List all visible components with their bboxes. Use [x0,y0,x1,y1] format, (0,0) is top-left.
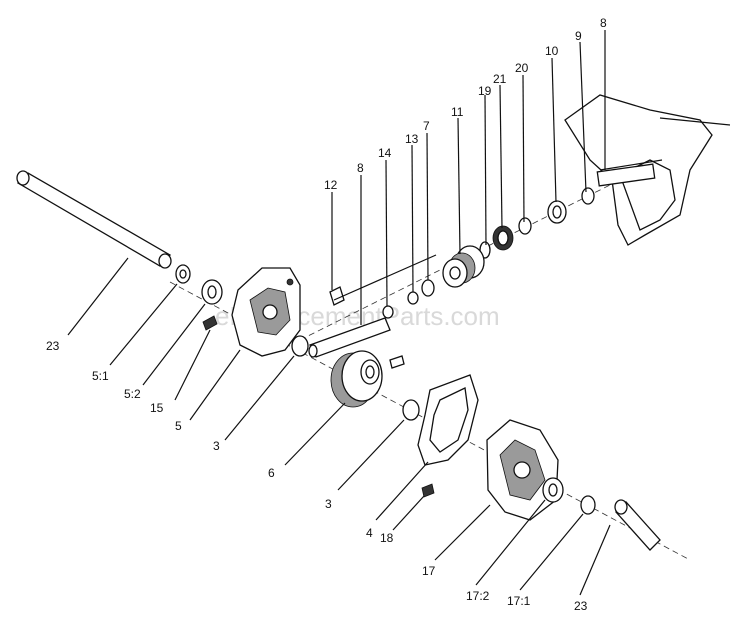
part-washer-3-left [291,335,309,357]
callout-11: 11 [451,105,464,119]
callout-15: 15 [150,401,164,415]
callout-23-left: 23 [46,339,60,353]
part-gear-6 [330,350,383,408]
callout-20: 20 [515,61,529,75]
part-bushing-17-2 [542,477,564,503]
part-housing-left-5 [231,267,301,357]
callout-18: 18 [380,531,394,545]
part-bolt-15 [202,315,218,331]
callout-4: 4 [366,526,373,540]
callout-17: 17 [422,564,436,578]
callout-17-2: 17:2 [466,589,490,603]
leader-lines [67,30,611,596]
callout-8-middle: 8 [357,161,364,175]
part-bearing-21 [492,225,514,251]
part-washer-7 [421,279,435,297]
part-pin-18 [421,483,435,498]
part-shaft-23-left [16,170,172,269]
callout-8-top: 8 [600,16,607,30]
callout-13: 13 [405,132,419,146]
part-bushing-5-2 [201,279,223,305]
callout-12: 12 [324,178,338,192]
callout-6: 6 [268,466,275,480]
part-shaft-8-middle [308,317,391,358]
part-gasket-4 [417,374,479,466]
callout-5: 5 [175,419,182,433]
part-bushing-10 [547,200,567,224]
part-washer-17-1 [580,495,596,515]
callout-14: 14 [378,146,392,160]
part-bracket-12 [329,254,437,306]
part-washer-5-1 [175,264,191,284]
callout-21: 21 [493,72,507,86]
part-washer-14 [382,305,394,319]
part-housing-right-17 [486,419,559,521]
callout-5-1: 5:1 [92,369,109,383]
part-shaft-8-right [596,163,656,187]
callout-3-right: 3 [325,497,332,511]
callout-labels: 8 9 10 20 21 19 11 7 13 14 8 12 23 5:1 5… [46,16,607,613]
callout-17-1: 17:1 [507,594,531,608]
part-shaft-23-right [614,499,661,551]
callout-19: 19 [478,84,492,98]
part-washer-3-right [402,399,420,421]
part-worm-gear-11 [442,245,485,288]
callout-3-left: 3 [213,439,220,453]
part-washer-20 [518,217,532,235]
callout-5-2: 5:2 [124,387,141,401]
callout-10: 10 [545,44,559,58]
part-washer-9 [581,187,595,205]
part-key [389,355,405,369]
callout-9: 9 [575,29,582,43]
callout-23-right: 23 [574,599,588,613]
callout-7: 7 [423,119,430,133]
part-washer-13 [407,291,419,305]
